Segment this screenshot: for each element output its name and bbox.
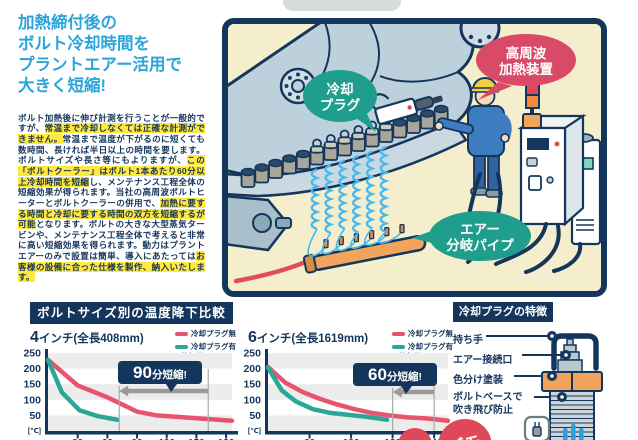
svg-text:240: 240: [426, 438, 443, 440]
chart1-title: 4インチ(全長408mm): [30, 329, 144, 347]
legend-item: 冷却プラグ有: [392, 341, 453, 352]
legend-item: 冷却プラグ無: [175, 328, 236, 339]
legend-color-red: [175, 331, 188, 336]
signal-lamp: [522, 78, 542, 129]
demo-stamp: デモ: [438, 419, 492, 440]
chart2-title: 6インチ(全長1619mm): [248, 329, 368, 347]
bubble-cooling-plug-line1: 冷却: [327, 81, 354, 97]
legend-color-red: [392, 331, 405, 336]
top-cut-graphic: [283, 0, 401, 11]
svg-text:90: 90: [131, 438, 143, 440]
svg-text:150: 150: [243, 379, 261, 391]
feature-label-color-coding: 色分け塗装: [453, 375, 503, 386]
bubble-air-branch-pipe: エアー 分岐パイプ: [412, 211, 531, 261]
svg-text:100: 100: [23, 394, 41, 406]
chart1-size-detail: インチ(全長408mm): [38, 333, 144, 345]
legend-color-teal: [175, 344, 188, 349]
temperature-charts-canvas: 30 60 90 120 150 180 250 200 150 100 50 [℃] 90分短縮! 60…: [23, 348, 450, 440]
bolt-row-and-hoses: [240, 104, 449, 257]
chart2-size-detail: インチ(全長1619mm): [256, 333, 369, 345]
text-segment: 常温まで温度が下がるのに短くても数時間、長ければ半日以上の時間を要します。ボルト…: [18, 133, 205, 166]
svg-text:[℃]: [℃]: [248, 427, 261, 435]
svg-text:90分短縮!: 90分短縮!: [133, 363, 187, 382]
legend-label: 冷却プラグ無: [191, 329, 236, 338]
bubble-cooling-plug: 冷却 プラグ: [303, 70, 377, 132]
text-segment: し、メンテナンス工程全体の短縮効果が得られます。当社の高周波ボルトヒーターとボル…: [18, 176, 205, 208]
svg-text:180: 180: [218, 438, 235, 440]
bubble-heating-device-line1: 高周波: [506, 45, 547, 61]
svg-text:60分短縮!: 60分短縮!: [368, 365, 422, 384]
svg-text:50: 50: [249, 410, 261, 422]
bubble-air-branch-pipe-line1: エアー: [460, 222, 500, 237]
svg-text:50: 50: [29, 410, 41, 422]
charts-section-header: ボルトサイズ別の温度降下比較: [30, 302, 233, 324]
air-branch-pipe-graphic: [233, 235, 427, 284]
page-title-line: ボルト冷却時間を: [18, 35, 150, 54]
legend-item: 冷却プラグ無: [392, 328, 453, 339]
feature-label-air-port: エアー接続口: [453, 355, 513, 366]
induction-heating-tool: [370, 93, 443, 125]
illustration-panel: 冷却 プラグ 高周波 加熱装置 エアー 分岐パイプ: [222, 18, 607, 297]
svg-text:250: 250: [23, 348, 41, 360]
intro-paragraph: ボルト加熱後に伸び計測を行うことが一般的ですが、常温まで冷却しなくては正確な計測…: [18, 112, 206, 284]
svg-text:200: 200: [243, 363, 261, 375]
worker-hand: [434, 121, 444, 131]
svg-text:[℃]: [℃]: [28, 427, 41, 435]
bottom-misc-graphics: デモ: [398, 415, 584, 440]
legend-item: 冷却プラグ有: [175, 341, 236, 352]
svg-text:60: 60: [304, 438, 316, 440]
svg-text:200: 200: [23, 363, 41, 375]
bubble-air-branch-pipe-line2: 分岐パイプ: [446, 237, 514, 253]
features-panel-header: 冷却プラグの特徴: [453, 302, 553, 322]
svg-text:60: 60: [102, 438, 114, 440]
chart1-size-number: 4: [30, 329, 39, 346]
feature-label-handle: 持ち手: [453, 335, 483, 346]
bubble-cooling-plug-line2: プラグ: [320, 97, 361, 113]
svg-text:150: 150: [23, 379, 41, 391]
page-title: 加熱締付後の ボルト冷却時間を プラントエアー活用で 大きく短縮!: [18, 13, 228, 97]
chart2-legend: 冷却プラグ無 冷却プラグ有: [392, 328, 453, 352]
bubble-heating-device: 高周波 加熱装置: [476, 34, 576, 100]
page-title-line: プラントエアー活用で: [18, 56, 183, 75]
text-segment: ボルト加熱後に伸び計測を行うことが一般的ですが、: [18, 112, 205, 134]
text-segment: となります。ボルトの大きな大型蒸気タービンや、メンテナンス工程全体で考えると非常…: [18, 219, 205, 262]
chart2-size-number: 6: [248, 329, 257, 346]
svg-text:180: 180: [384, 438, 401, 440]
legend-label: 冷却プラグ有: [408, 342, 453, 351]
heater-control-cabinet: [517, 78, 587, 227]
svg-text:250: 250: [243, 348, 261, 360]
demo-stamp-small: [398, 428, 432, 440]
legend-label: 冷却プラグ有: [191, 342, 236, 351]
legend-color-teal: [392, 344, 405, 349]
svg-text:100: 100: [243, 394, 261, 406]
svg-text:120: 120: [343, 438, 360, 440]
air-flow-icon: [563, 424, 584, 440]
chart1-legend: 冷却プラグ無 冷却プラグ有: [175, 328, 236, 352]
svg-text:150: 150: [188, 438, 205, 440]
page-title-line: 大きく短縮!: [18, 77, 106, 96]
svg-text:30: 30: [72, 438, 84, 440]
plug-pictogram-icon: [523, 415, 551, 440]
callout-dots: [547, 331, 571, 402]
bubble-heating-device-line2: 加熱装置: [498, 61, 553, 77]
svg-text:120: 120: [158, 438, 175, 440]
page-title-line: 加熱締付後の: [18, 14, 117, 32]
feature-label-bolt-base: ボルトベースで吹き飛び防止: [453, 392, 523, 416]
legend-label: 冷却プラグ無: [408, 329, 453, 338]
plug-handle: [551, 333, 599, 371]
illustration-svg: 冷却 プラグ 高周波 加熱装置 エアー 分岐パイプ: [228, 24, 601, 291]
